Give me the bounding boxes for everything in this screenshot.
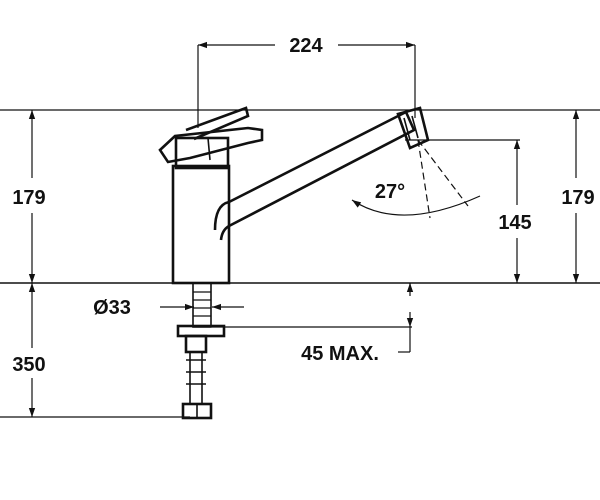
aerator-detail-1 bbox=[403, 117, 411, 141]
right-height-dimension: 179 bbox=[561, 110, 595, 283]
max-deck-label: 45 MAX. bbox=[301, 343, 379, 365]
angle-arc bbox=[351, 195, 481, 216]
right-height-label: 179 bbox=[561, 187, 594, 209]
lever-handle bbox=[158, 126, 264, 164]
aerator-detail-2 bbox=[411, 115, 419, 139]
lever-detail bbox=[207, 137, 211, 161]
mounting-assembly bbox=[176, 282, 226, 420]
tail-length-dimension: 350 bbox=[0, 283, 190, 418]
angle-leg-tilted bbox=[417, 139, 469, 207]
faucet-body bbox=[158, 106, 264, 285]
fixing-nut bbox=[184, 334, 208, 354]
swivel-angle-label: 27° bbox=[375, 181, 405, 203]
flexible-hose bbox=[189, 352, 203, 405]
spout bbox=[213, 106, 430, 241]
diameter-dimension: Ø33 bbox=[93, 297, 244, 319]
aerator-head bbox=[396, 106, 430, 150]
outlet-height-label: 145 bbox=[498, 212, 531, 234]
faucet-column bbox=[171, 164, 231, 285]
diameter-label: Ø33 bbox=[93, 297, 131, 319]
left-height-label: 179 bbox=[12, 187, 45, 209]
left-height-dimension: 179 bbox=[12, 110, 46, 283]
spout-reach-label: 224 bbox=[289, 35, 323, 57]
spout-tube bbox=[228, 110, 416, 228]
angle-leg-vertical bbox=[417, 139, 431, 219]
spout-reach-dimension: 224 bbox=[197, 35, 416, 128]
tail-length-label: 350 bbox=[12, 354, 45, 376]
threaded-shank bbox=[192, 282, 212, 328]
swivel-angle-indicator: 27° bbox=[351, 139, 481, 219]
max-deck-dimension: 45 MAX. bbox=[212, 283, 414, 365]
spout-elbow bbox=[213, 200, 230, 241]
lever-cap bbox=[185, 106, 250, 141]
cartridge-housing bbox=[174, 136, 230, 170]
outlet-height-dimension: 145 bbox=[405, 139, 532, 283]
